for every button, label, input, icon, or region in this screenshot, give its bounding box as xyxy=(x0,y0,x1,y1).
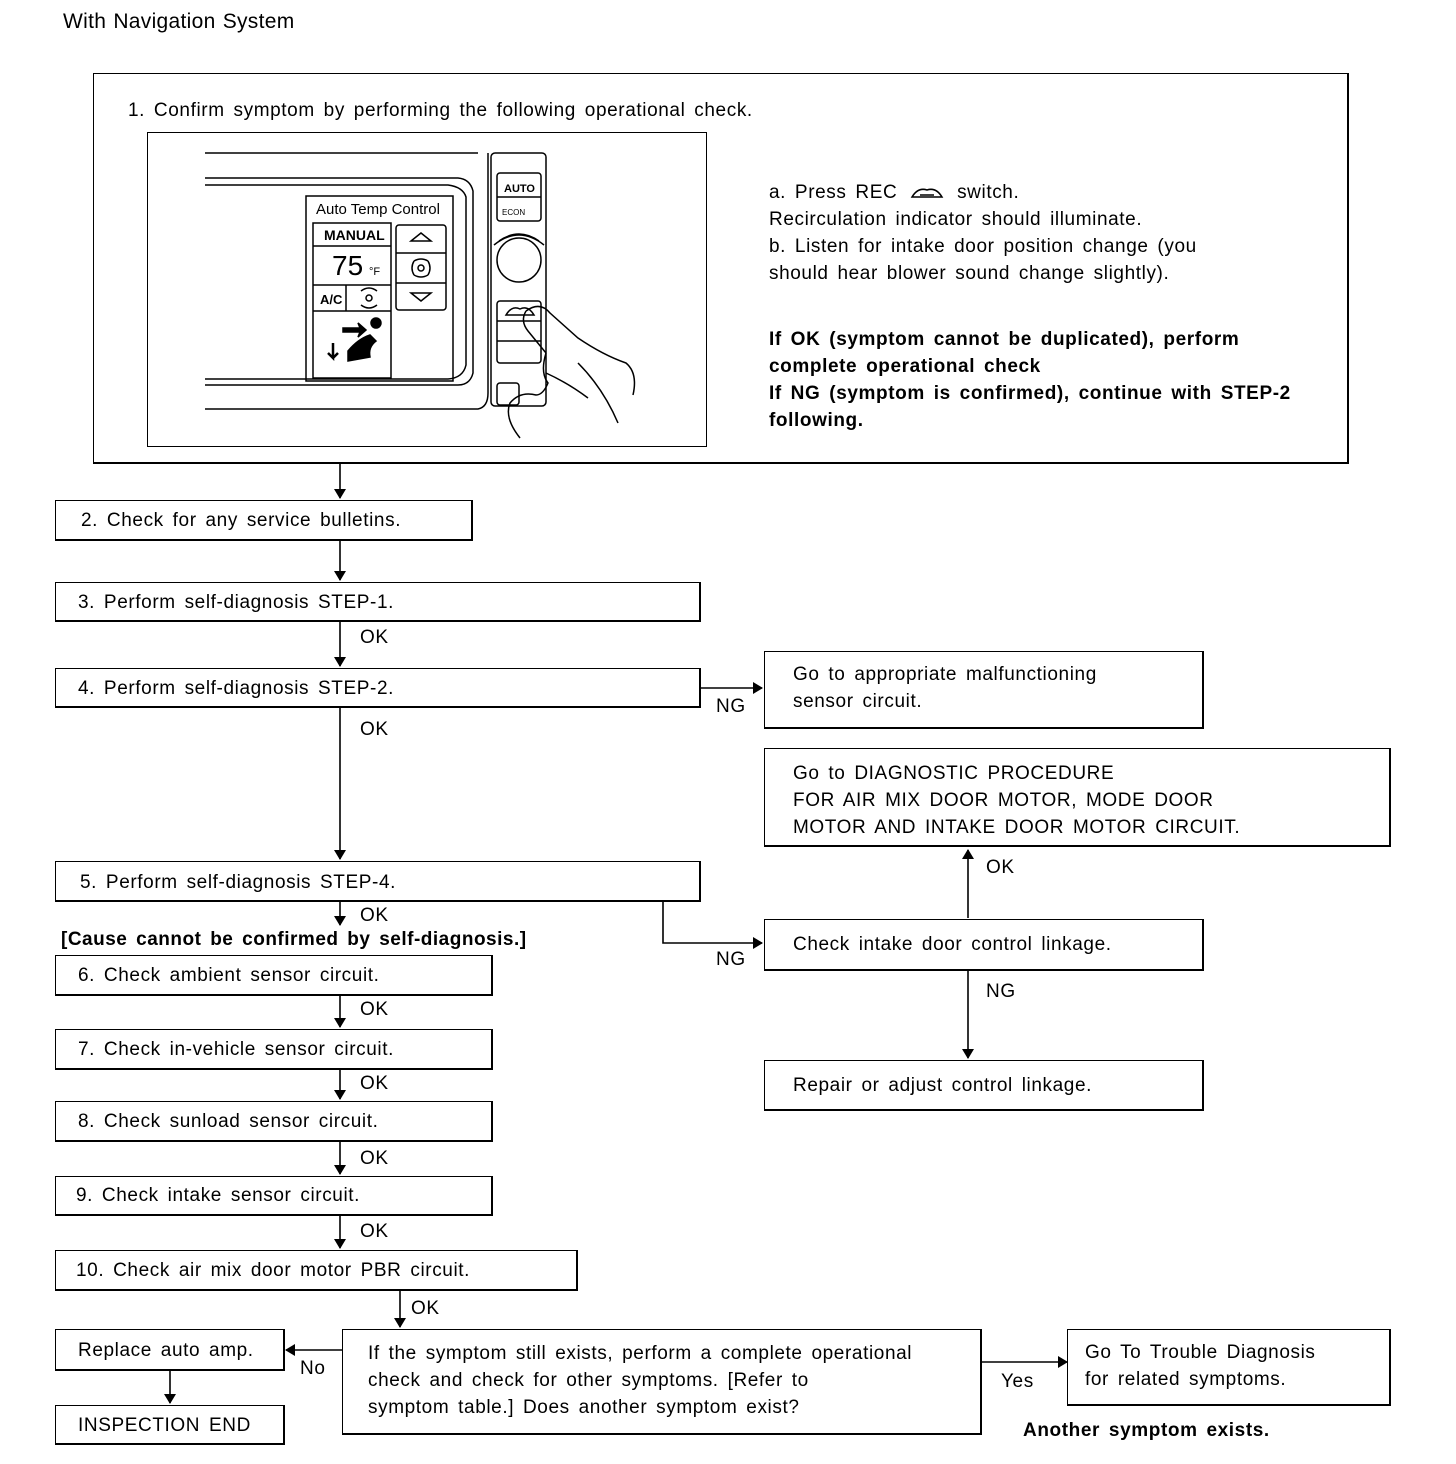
page-title: With Navigation System xyxy=(63,10,295,33)
step-8-box: 8. Check sunload sensor circuit. xyxy=(55,1101,493,1142)
ng-label-linkage: NG xyxy=(986,981,1016,1002)
panel-mode-text: MANUAL xyxy=(324,227,385,243)
step-9-label: 9. Check intake sensor circuit. xyxy=(76,1185,361,1206)
ng-label-4: NG xyxy=(716,696,746,717)
yes-label: Yes xyxy=(1001,1371,1034,1392)
control-panel-illustration: Auto Temp Control MANUAL 75 °F A/C AUTO … xyxy=(147,132,707,447)
trouble-line-2: for related symptoms. xyxy=(1085,1369,1287,1390)
panel-title-text: Auto Temp Control xyxy=(316,201,440,218)
trouble-line-1: Go To Trouble Diagnosis xyxy=(1085,1342,1316,1363)
step-7-box: 7. Check in-vehicle sensor circuit. xyxy=(55,1029,493,1070)
step-5-label: 5. Perform self-diagnosis STEP-4. xyxy=(80,872,397,893)
step-5-box: 5. Perform self-diagnosis STEP-4. xyxy=(55,861,701,902)
replace-label: Replace auto amp. xyxy=(78,1340,254,1361)
step-3-label: 3. Perform self-diagnosis STEP-1. xyxy=(78,592,395,613)
ok-label-7: OK xyxy=(360,1073,389,1094)
ok-label-9: OK xyxy=(360,1221,389,1242)
climate-panel-drawing: Auto Temp Control MANUAL 75 °F A/C AUTO … xyxy=(205,152,636,439)
instr-b2: should hear blower sound change slightly… xyxy=(769,263,1170,284)
intake-linkage-box: Check intake door control linkage. xyxy=(764,919,1204,971)
step-4-box: 4. Perform self-diagnosis STEP-2. xyxy=(55,668,701,708)
panel-ac-text: A/C xyxy=(320,292,343,307)
ng-label-5: NG xyxy=(716,949,746,970)
ok-label-10: OK xyxy=(411,1298,440,1319)
final-question-box: If the symptom still exists, perform a c… xyxy=(342,1329,982,1435)
diagnostic-procedure-box: Go to DIAGNOSTIC PROCEDURE FOR AIR MIX D… xyxy=(764,748,1391,847)
step-3-box: 3. Perform self-diagnosis STEP-1. xyxy=(55,582,701,622)
step-10-box: 10. Check air mix door motor PBR circuit… xyxy=(55,1250,578,1291)
diag-line-1: Go to DIAGNOSTIC PROCEDURE xyxy=(793,763,1115,784)
final-q-line-1: If the symptom still exists, perform a c… xyxy=(368,1343,913,1364)
trouble-diagnosis-box: Go To Trouble Diagnosis for related symp… xyxy=(1067,1329,1391,1406)
step-6-box: 6. Check ambient sensor circuit. xyxy=(55,955,493,996)
ok-label-8: OK xyxy=(360,1148,389,1169)
step-2-box: 2. Check for any service bulletins. xyxy=(55,500,473,541)
diag-line-3: MOTOR AND INTAKE DOOR MOTOR CIRCUIT. xyxy=(793,817,1241,838)
inspection-end-box: INSPECTION END xyxy=(55,1405,285,1445)
ok-line-1: If OK (symptom cannot be duplicated), pe… xyxy=(769,329,1240,350)
instr-a-end: switch. xyxy=(957,182,1020,203)
ok-line-2: complete operational check xyxy=(769,356,1041,377)
malfunctioning-sensor-text: Go to appropriate malfunctioning sensor … xyxy=(793,661,1097,715)
step-1-title: 1. Confirm symptom by performing the fol… xyxy=(128,100,753,121)
ok-label-4: OK xyxy=(360,719,389,740)
cause-note: [Cause cannot be confirmed by self-diagn… xyxy=(61,929,527,950)
ok-label-3: OK xyxy=(360,627,389,648)
malfunctioning-sensor-box: Go to appropriate malfunctioning sensor … xyxy=(764,651,1204,729)
step-6-label: 6. Check ambient sensor circuit. xyxy=(78,965,380,986)
diag-line-2: FOR AIR MIX DOOR MOTOR, MODE DOOR xyxy=(793,790,1214,811)
no-label: No xyxy=(300,1358,326,1379)
step-10-label: 10. Check air mix door motor PBR circuit… xyxy=(76,1260,471,1281)
diagnostic-procedure-text: Go to DIAGNOSTIC PROCEDURE FOR AIR MIX D… xyxy=(793,760,1240,841)
step-1-box: 1. Confirm symptom by performing the fol… xyxy=(93,73,1349,464)
step-8-label: 8. Check sunload sensor circuit. xyxy=(78,1111,379,1132)
malf-line-1: Go to appropriate malfunctioning xyxy=(793,664,1097,685)
instr-b1: b. Listen for intake door position chang… xyxy=(769,236,1197,257)
instr-a: a. Press REC xyxy=(769,182,898,203)
panel-unit-text: °F xyxy=(369,266,380,278)
ok-label-linkage: OK xyxy=(986,857,1015,878)
linkage-label: Check intake door control linkage. xyxy=(793,934,1112,955)
final-question-text: If the symptom still exists, perform a c… xyxy=(368,1340,912,1421)
recirculation-icon xyxy=(910,188,944,198)
final-q-line-2: check and check for other symptoms. [Ref… xyxy=(368,1370,809,1391)
step-4-label: 4. Perform self-diagnosis STEP-2. xyxy=(78,678,395,699)
arrow-5-ng xyxy=(662,902,763,949)
repair-linkage-box: Repair or adjust control linkage. xyxy=(764,1060,1204,1111)
instr-a2: Recirculation indicator should illuminat… xyxy=(769,209,1143,230)
panel-auto-text: AUTO xyxy=(504,183,535,195)
panel-econ-text: ECON xyxy=(502,208,525,217)
ok-label-6: OK xyxy=(360,999,389,1020)
inspection-end-label: INSPECTION END xyxy=(78,1415,251,1436)
step-2-label: 2. Check for any service bulletins. xyxy=(81,510,402,531)
final-q-line-3: symptom table.] Does another symptom exi… xyxy=(368,1397,800,1418)
ng-line-2: following. xyxy=(769,410,864,431)
another-symptom-note: Another symptom exists. xyxy=(1023,1420,1270,1441)
trouble-diagnosis-text: Go To Trouble Diagnosis for related symp… xyxy=(1085,1339,1316,1393)
repair-label: Repair or adjust control linkage. xyxy=(793,1075,1092,1096)
panel-temp-text: 75 xyxy=(332,250,363,281)
step-7-label: 7. Check in-vehicle sensor circuit. xyxy=(78,1039,394,1060)
malf-line-2: sensor circuit. xyxy=(793,691,923,712)
ng-line-1: If NG (symptom is confirmed), continue w… xyxy=(769,383,1291,404)
step-9-box: 9. Check intake sensor circuit. xyxy=(55,1176,493,1216)
ok-label-5: OK xyxy=(360,905,389,926)
replace-auto-amp-box: Replace auto amp. xyxy=(55,1329,285,1371)
step-1-instructions: a. Press REC switch. Recirculation indic… xyxy=(769,179,1291,434)
